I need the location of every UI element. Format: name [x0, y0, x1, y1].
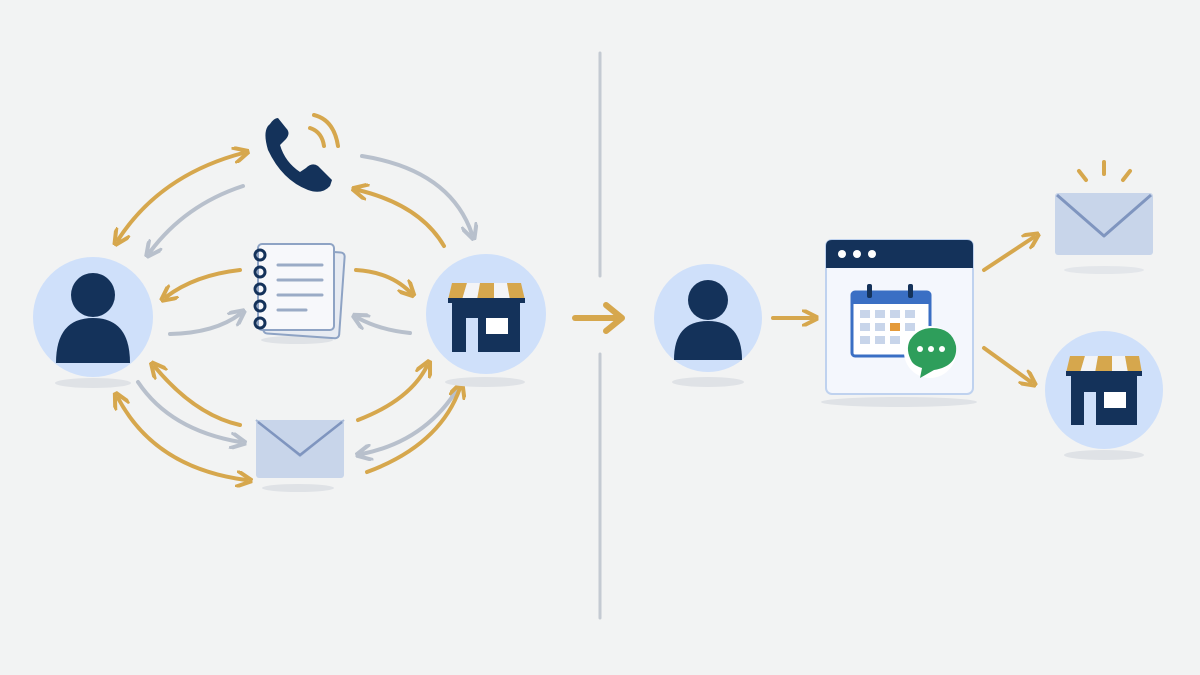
customer-shadow	[55, 378, 131, 388]
store-icon-right	[1066, 356, 1142, 425]
calendar-highlight-day	[890, 323, 900, 331]
notepad-shadow	[261, 336, 333, 344]
envelope-shadow	[262, 484, 334, 492]
arrow-notepad-to-customer	[166, 268, 242, 297]
arrow-notepad-to-store	[354, 268, 410, 292]
right-arrows	[771, 237, 1034, 382]
arrow-right-icon	[572, 302, 625, 334]
notepad-lines	[276, 263, 324, 312]
phone-node	[265, 113, 340, 192]
notification-sparks	[1077, 160, 1132, 182]
phone-ring-waves	[308, 113, 340, 148]
customer-node-right	[654, 264, 762, 387]
left-panel	[33, 113, 546, 492]
envelope-node-right	[1055, 160, 1153, 274]
chat-bubble-icon	[904, 326, 957, 378]
window-dots	[838, 250, 876, 258]
envelope-node-left	[255, 419, 345, 492]
arrow-store-to-notepad	[358, 318, 412, 335]
arrow-phone-to-customer	[150, 184, 245, 252]
arrow-envelope-store-gold-lower	[365, 388, 460, 474]
store-icon	[448, 283, 525, 352]
booking-window-shadow	[821, 397, 977, 407]
right-panel	[654, 160, 1163, 460]
arrow-customer-envelope-gold-upper	[155, 367, 242, 427]
envelope-icon	[255, 419, 345, 478]
envelope-icon-right	[1055, 193, 1153, 255]
phone-icon	[265, 118, 332, 192]
person-icon-right	[674, 280, 742, 360]
arrow-customer-envelope-gold-lower	[118, 398, 246, 480]
customer-right-shadow	[672, 377, 744, 387]
arrow-envelope-to-store-gold	[356, 366, 427, 422]
arrow-phone-to-store	[360, 154, 472, 234]
notepad-node	[253, 243, 346, 344]
booking-window-titlebar	[826, 240, 973, 268]
arrow-customer-to-notepad	[168, 314, 240, 336]
arrow-app-to-store	[982, 346, 1031, 382]
store-node-left	[426, 254, 546, 387]
customer-node-left	[33, 257, 153, 388]
store-shadow	[445, 377, 525, 387]
left-arrows	[118, 153, 472, 480]
store-right-shadow	[1064, 450, 1144, 460]
arrow-customer-to-envelope-gray	[136, 380, 240, 442]
notepad-page	[257, 243, 335, 331]
arrow-store-to-phone	[358, 190, 446, 248]
envelope-right-shadow	[1064, 266, 1144, 274]
store-node-right	[1045, 331, 1163, 460]
booking-window-icon	[821, 239, 977, 407]
arrow-customer-to-phone	[118, 153, 243, 240]
person-icon	[56, 273, 130, 363]
notepad-icon	[253, 248, 267, 330]
arrow-app-to-email	[982, 237, 1034, 272]
